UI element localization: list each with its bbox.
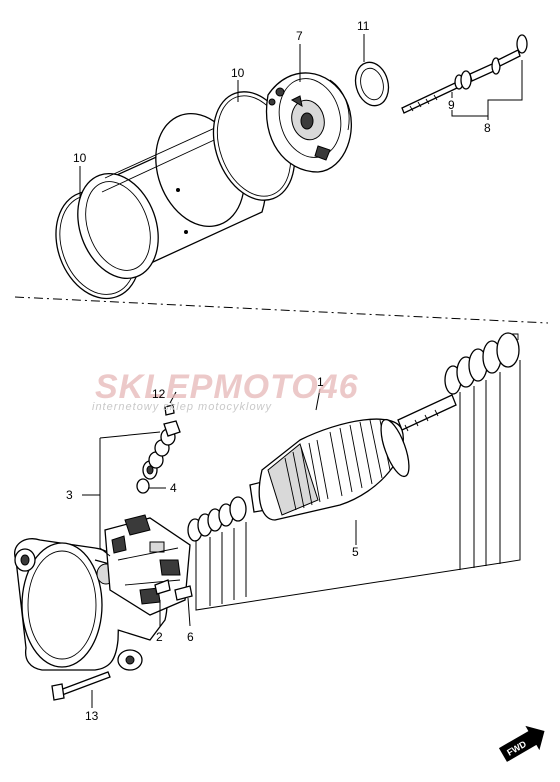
- shim-set-right: [444, 332, 520, 395]
- watermark-tagline: internetowy sklep motocyklowy: [92, 401, 273, 413]
- end-cover-7: [265, 72, 352, 173]
- armature-1: [249, 394, 457, 521]
- callout-2: 2: [156, 630, 163, 644]
- watermark: SKLEPMOTO46 internetowy sklep motocyklow…: [92, 368, 359, 413]
- shim-set-left: [187, 496, 247, 542]
- callout-labels: 7 11 10 10 9 8 12 1 3 4 5 2 6 13: [66, 19, 491, 723]
- callout-6: 6: [187, 630, 194, 644]
- seal-ring-11: [354, 61, 390, 107]
- callout-8: 8: [484, 121, 491, 135]
- callout-3: 3: [66, 488, 73, 502]
- callout-9: 9: [448, 98, 455, 112]
- callout-1: 1: [317, 375, 324, 389]
- through-bolts-8: [401, 34, 528, 114]
- terminal-parts: [136, 404, 181, 494]
- callout-11: 11: [357, 19, 370, 33]
- callout-5: 5: [352, 545, 359, 559]
- callout-13: 13: [85, 709, 99, 723]
- callout-12: 12: [152, 387, 166, 401]
- screw-13: [51, 671, 111, 701]
- callout-7: 7: [296, 29, 303, 43]
- section-divider: [14, 296, 549, 324]
- watermark-brand: SKLEPMOTO46: [95, 368, 359, 406]
- fwd-arrow-icon: FWD: [498, 725, 545, 762]
- leader-lines: [79, 34, 523, 708]
- brush-screws: [154, 579, 193, 601]
- callout-10-left: 10: [73, 151, 87, 165]
- callout-10-right: 10: [231, 66, 245, 80]
- callout-4: 4: [170, 481, 177, 495]
